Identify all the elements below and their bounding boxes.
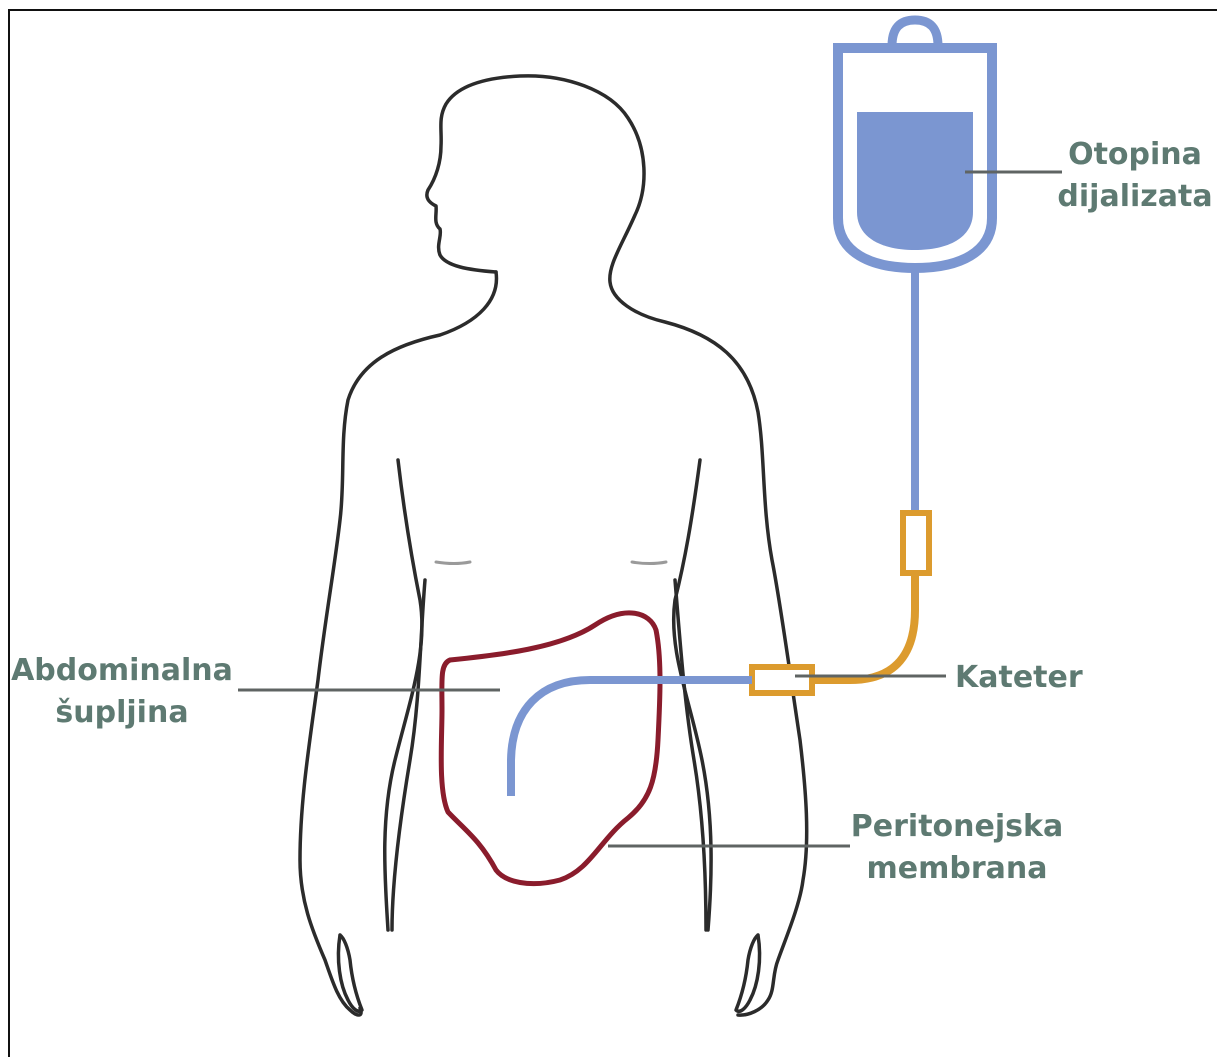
right-hand <box>736 935 760 1011</box>
label-abdominal-line1: Abdominalna <box>11 653 233 688</box>
dialysate-fluid <box>857 112 973 250</box>
label-dialysate-line1: Otopina <box>1068 137 1202 172</box>
catheter-tube-blue <box>511 680 752 796</box>
leader-lines <box>238 172 1062 846</box>
label-membrane-line1: Peritonejska <box>851 809 1063 844</box>
image-frame <box>9 10 1217 1057</box>
peritoneal-membrane-outline <box>441 613 660 884</box>
tube-connector <box>903 513 929 573</box>
body-left-contour <box>427 76 807 1015</box>
label-membrane-line2: membrana <box>867 851 1048 886</box>
catheter-tube-orange <box>810 573 915 680</box>
body-right-contour <box>300 272 496 1015</box>
bag-hanger-loop <box>892 20 938 46</box>
waist-mark-right <box>632 562 666 564</box>
catheter-connector <box>752 667 812 693</box>
label-abdominal-line2: šupljina <box>55 695 188 730</box>
waist-mark-left <box>436 562 470 564</box>
dialysate-bag <box>838 20 992 268</box>
human-body-outline <box>300 76 807 1015</box>
label-dialysate-line2: dijalizata <box>1057 179 1212 214</box>
label-catheter: Kateter <box>955 660 1083 695</box>
